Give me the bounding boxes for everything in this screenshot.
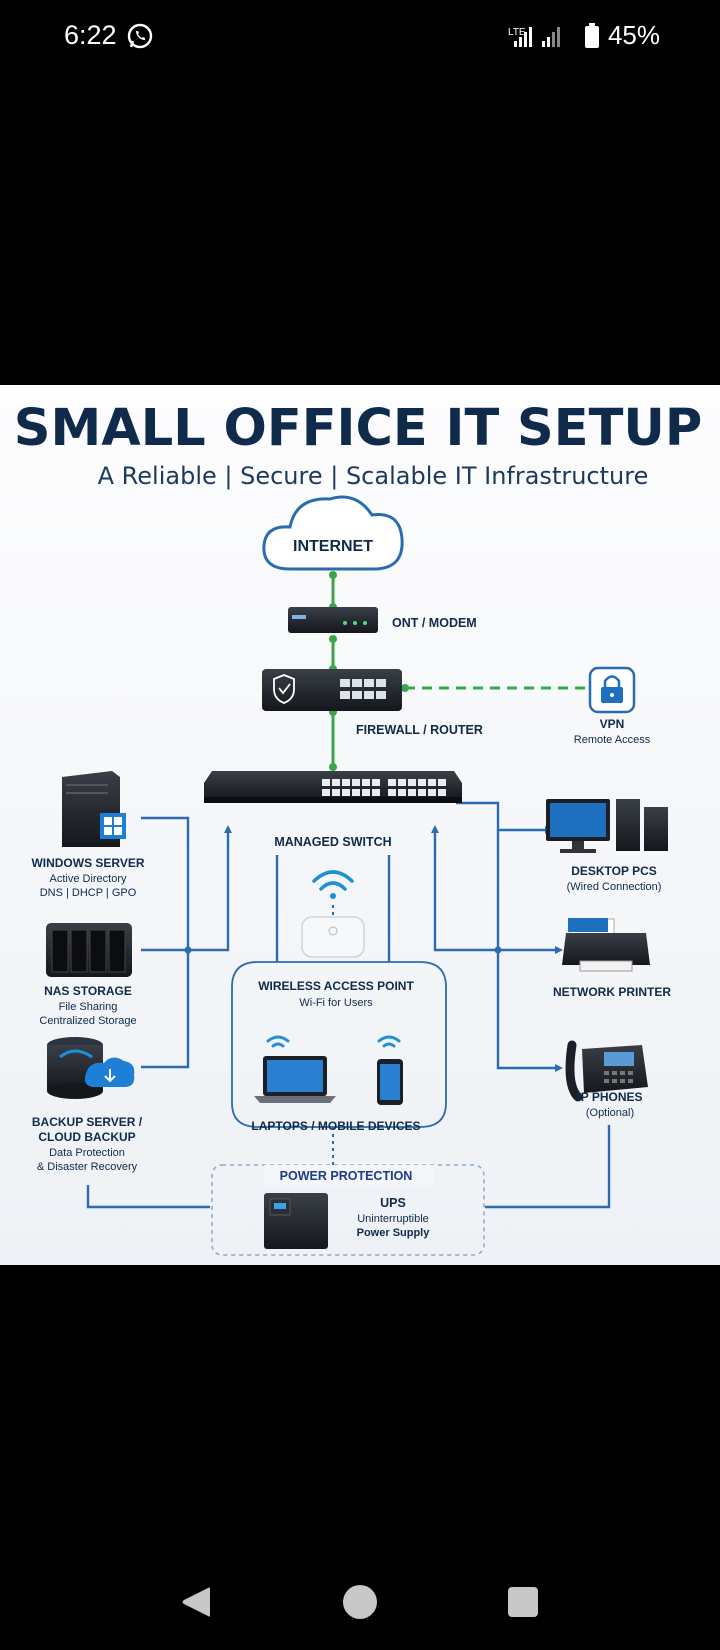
firewall-device: FIREWALL / ROUTER <box>262 669 483 737</box>
vpn-desc: Remote Access <box>574 734 651 746</box>
laptops-label: LAPTOPS / MOBILE DEVICES <box>251 1119 420 1133</box>
firewall-label: FIREWALL / ROUTER <box>356 723 483 737</box>
managed-switch: MANAGED SWITCH <box>204 771 462 849</box>
windows-server-line2: DNS | DHCP | GPO <box>40 887 137 899</box>
ip-phones-desc: (Optional) <box>586 1107 634 1119</box>
laptop-device <box>254 1035 336 1103</box>
power-protection: POWER PROTECTION UPS Uninterruptible Pow… <box>264 1165 434 1249</box>
image-viewer[interactable]: SMALL OFFICE IT SETUP A Reliable | Secur… <box>0 385 720 1265</box>
home-icon[interactable] <box>342 1584 378 1620</box>
wireless-panel <box>231 961 447 1128</box>
desktops-title: DESKTOP PCS <box>571 864 657 878</box>
backup-title1: BACKUP SERVER / <box>32 1115 143 1129</box>
blue-links <box>86 801 611 1209</box>
modem-label: ONT / MODEM <box>392 616 477 630</box>
nas-line1: File Sharing <box>59 1001 118 1013</box>
wifi-icon <box>312 870 354 891</box>
nas-line2: Centralized Storage <box>39 1015 136 1027</box>
network-printer: NETWORK PRINTER <box>553 918 671 999</box>
internet-label: INTERNET <box>293 538 373 555</box>
windows-server-title: WINDOWS SERVER <box>31 856 144 870</box>
network-type: LTE <box>508 27 526 38</box>
green-links <box>331 575 585 770</box>
backup-server: BACKUP SERVER / CLOUD BACKUP Data Protec… <box>32 1037 143 1173</box>
printer-label: NETWORK PRINTER <box>553 985 671 999</box>
ap-title: WIRELESS ACCESS POINT <box>258 979 414 993</box>
vpn-title: VPN <box>600 717 625 731</box>
ip-phone: IP PHONES (Optional) <box>565 1040 648 1119</box>
ups-line1: Uninterruptible <box>357 1213 429 1225</box>
vpn-node: VPN Remote Access <box>574 666 651 746</box>
status-indicators: LTE 45% <box>508 20 660 51</box>
internet-cloud: INTERNET <box>262 495 404 571</box>
status-bar: 6:22 LTE 45% <box>0 0 720 72</box>
signal-icon: LTE <box>508 26 560 47</box>
backup-line2: & Disaster Recovery <box>37 1161 138 1173</box>
backup-line1: Data Protection <box>49 1147 125 1159</box>
network-diagram: SMALL OFFICE IT SETUP A Reliable | Secur… <box>0 385 720 1265</box>
diagram-title: SMALL OFFICE IT SETUP <box>14 399 702 458</box>
ip-phones-title: IP PHONES <box>577 1090 642 1104</box>
windows-server: WINDOWS SERVER Active Directory DNS | DH… <box>31 771 145 899</box>
diagram-subtitle: A Reliable | Secure | Scalable IT Infras… <box>98 462 649 490</box>
access-point: WIRELESS ACCESS POINT Wi-Fi for Users <box>258 870 414 1009</box>
battery-icon <box>584 22 599 48</box>
whatsapp-icon <box>127 23 153 49</box>
switch-label: MANAGED SWITCH <box>274 835 391 849</box>
back-icon[interactable] <box>178 1584 212 1620</box>
recents-icon[interactable] <box>507 1586 539 1618</box>
windows-server-line1: Active Directory <box>49 873 127 885</box>
ups-line2: Power Supply <box>357 1227 431 1239</box>
status-time: 6:22 <box>64 20 117 50</box>
backup-title2: CLOUD BACKUP <box>38 1130 135 1144</box>
ap-desc: Wi-Fi for Users <box>299 997 373 1009</box>
desktops-desc: (Wired Connection) <box>567 881 662 893</box>
battery-percent: 45% <box>607 20 660 50</box>
nas-storage: NAS STORAGE File Sharing Centralized Sto… <box>39 923 137 1027</box>
navigation-bar <box>0 1560 720 1650</box>
ups-title: UPS <box>380 1196 406 1210</box>
ups-device <box>264 1193 328 1249</box>
phone-device <box>377 1035 403 1105</box>
desktop-pcs: DESKTOP PCS (Wired Connection) <box>546 799 668 893</box>
nas-title: NAS STORAGE <box>44 984 132 998</box>
modem-device: ONT / MODEM <box>288 607 477 633</box>
power-title: POWER PROTECTION <box>280 1169 413 1183</box>
